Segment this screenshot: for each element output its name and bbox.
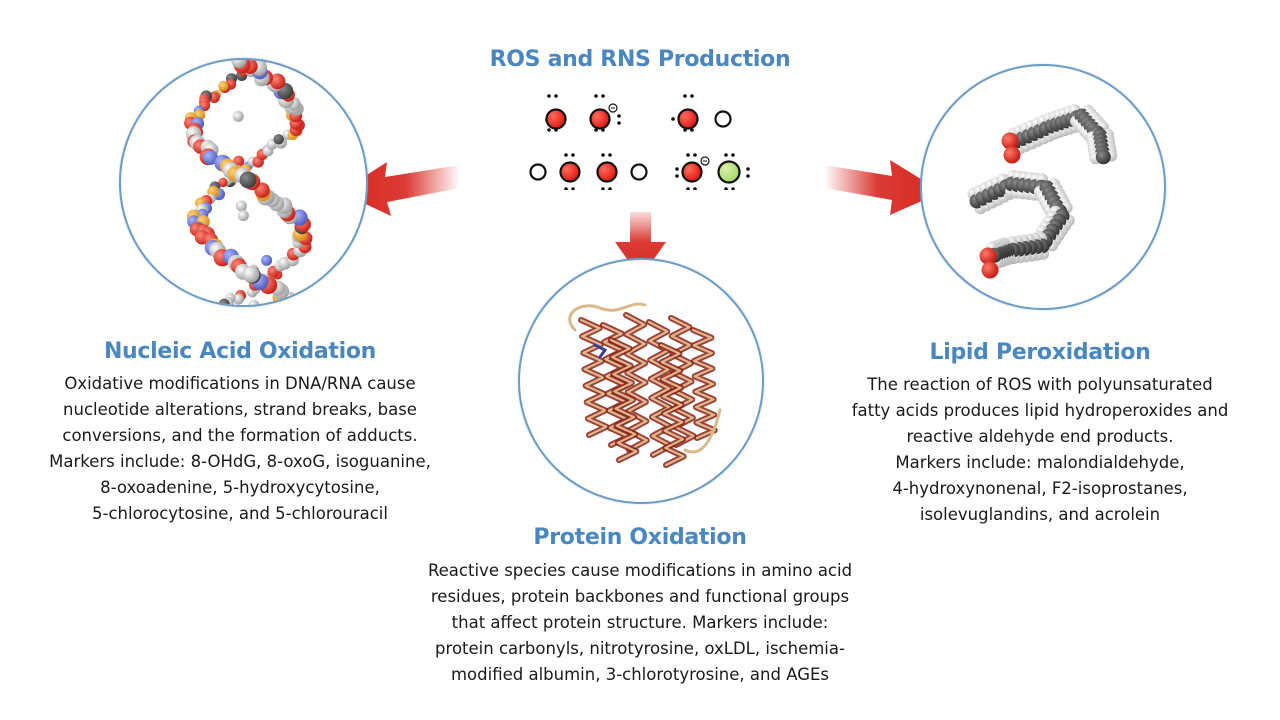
sheet-ribbon xyxy=(593,343,608,359)
atom-sphere xyxy=(218,80,229,91)
hydroxyl-molecule xyxy=(671,94,732,132)
helix-ribbon-highlight xyxy=(659,343,685,467)
atom-sphere xyxy=(1095,149,1111,165)
text-line: Markers include: 8-OHdG, 8-oxoG, isoguan… xyxy=(49,452,431,471)
dna-image xyxy=(119,58,368,307)
helix-ribbon-highlight xyxy=(647,320,672,457)
helix-ribbon-highlight xyxy=(691,328,716,440)
atom-sphere xyxy=(218,177,228,188)
ros-rns-title: ROS and RNS Production xyxy=(489,47,791,72)
text-line: reactive aldehyde end products. xyxy=(906,427,1174,446)
helix-ribbon-highlight xyxy=(609,338,638,462)
atom-sphere xyxy=(242,266,260,283)
loop-ribbon xyxy=(683,408,722,454)
arrow-left-icon xyxy=(340,162,460,216)
oxygen-atom-sphere xyxy=(1001,132,1019,150)
lipid-molecule-icon xyxy=(967,104,1118,279)
atom-sphere xyxy=(235,200,247,212)
atom-sphere xyxy=(261,254,273,266)
arrow-down-icon xyxy=(615,212,666,278)
atom-sphere xyxy=(289,295,306,305)
atom-sphere xyxy=(237,210,249,222)
atom-sphere xyxy=(248,299,260,305)
lipid-image xyxy=(920,64,1166,310)
dna-helix-icon xyxy=(184,60,313,305)
text-line: residues, protein backbones and function… xyxy=(430,587,850,606)
atom-sphere xyxy=(231,60,247,69)
atom-sphere xyxy=(232,110,244,122)
text-line: 4-hydroxynonenal, F2-isoprostanes, xyxy=(892,479,1188,498)
hypochlorite-molecule xyxy=(675,153,750,190)
helix-ribbon-highlight xyxy=(624,313,648,452)
text-line: fatty acids produces lipid hydroperoxide… xyxy=(851,401,1229,420)
superoxide-molecule xyxy=(545,94,621,132)
protein-image xyxy=(518,258,764,504)
atom-sphere xyxy=(273,134,284,145)
atom-sphere xyxy=(239,171,257,189)
lipid-peroxidation-description: The reaction of ROS with polyunsaturated… xyxy=(815,372,1265,528)
text-line: 8-oxoadenine, 5-hydroxycytosine, xyxy=(100,478,380,497)
text-line: Markers include: malondialdehyde, xyxy=(895,453,1185,472)
arrow-right-icon xyxy=(824,160,942,215)
nucleic-acid-title: Nucleic Acid Oxidation xyxy=(103,339,377,364)
text-line: 5-chlorocytosine, and 5-chlorouracil xyxy=(92,504,388,523)
protein-helix-icon xyxy=(568,302,722,468)
text-line: nucleotide alterations, strand breaks, b… xyxy=(63,400,417,419)
text-line: Oxidative modifications in DNA/RNA cause xyxy=(64,374,416,393)
protein-oxidation-title: Protein Oxidation xyxy=(533,525,747,550)
loop-ribbon xyxy=(568,302,647,332)
oxygen-atom-sphere xyxy=(981,261,999,279)
oxygen-atom-sphere xyxy=(1003,146,1021,164)
lipid-peroxidation-title: Lipid Peroxidation xyxy=(929,340,1151,365)
text-line: modified albumin, 3-chlorotyrosine, and … xyxy=(450,665,830,684)
atom-sphere xyxy=(233,293,244,305)
text-line: isolevuglandins, and acrolein xyxy=(919,505,1161,524)
nucleic-acid-description: Oxidative modifications in DNA/RNA cause… xyxy=(20,371,460,527)
text-line: The reaction of ROS with polyunsaturated xyxy=(867,375,1213,394)
protein-oxidation-description: Reactive species cause modifications in … xyxy=(380,558,900,688)
hydrogen-peroxide-molecule xyxy=(529,153,648,190)
atom-sphere xyxy=(203,150,218,165)
text-line: that affect protein structure. Markers i… xyxy=(451,613,829,632)
text-line: Reactive species cause modifications in … xyxy=(427,561,853,580)
ros-molecules-diagram xyxy=(529,94,750,190)
atom-sphere xyxy=(269,73,286,90)
text-line: conversions, and the formation of adduct… xyxy=(62,426,418,445)
text-line: protein carbonyls, nitrotyrosine, oxLDL,… xyxy=(435,639,845,658)
helix-ribbon-highlight xyxy=(579,318,608,437)
oxygen-atom-sphere xyxy=(979,247,997,265)
